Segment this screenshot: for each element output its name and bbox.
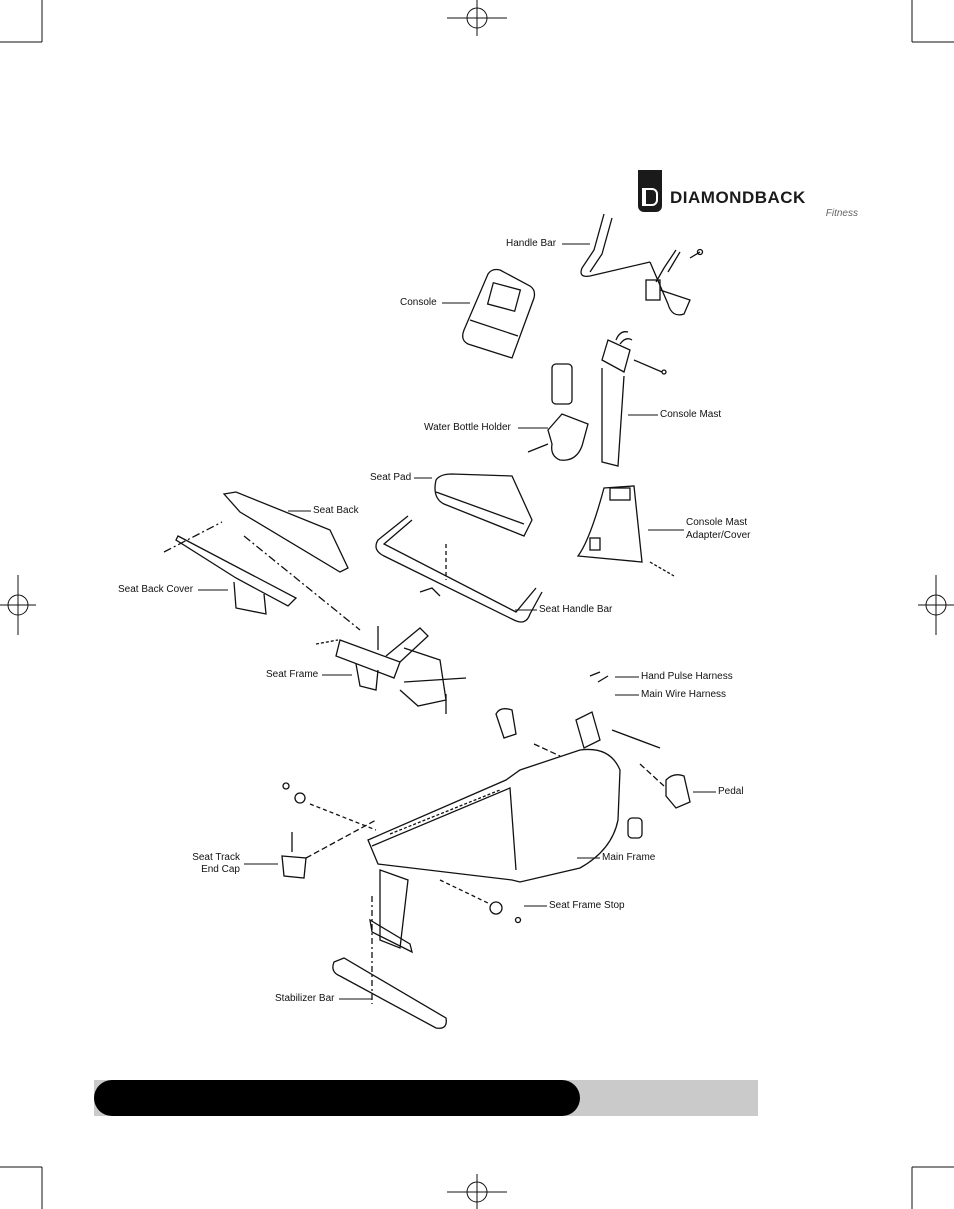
label-handle-bar: Handle Bar [506, 238, 557, 249]
label-pedal: Pedal [718, 786, 744, 797]
handle-bar-drawing [580, 213, 704, 316]
label-seat-back-cover: Seat Back Cover [118, 584, 194, 595]
console-mast-drawing [601, 331, 667, 467]
label-main-frame: Main Frame [602, 852, 656, 863]
diamondback-logo: DIAMONDBACK Fitness [638, 170, 860, 222]
console-mast-adapter-drawing [576, 485, 675, 577]
footer-pill [94, 1080, 580, 1116]
console-drawing [462, 268, 536, 359]
label-main-wire-harness: Main Wire Harness [641, 689, 727, 700]
label-seat-frame: Seat Frame [266, 669, 319, 680]
seat-frame-drawing [315, 626, 467, 714]
seat-pad-drawing [434, 473, 533, 537]
brand-name: DIAMONDBACK [670, 188, 806, 207]
water-bottle-holder-drawing [527, 363, 589, 461]
leader-lines [198, 243, 716, 1000]
label-seat-back: Seat Back [313, 505, 359, 516]
label-seat-pad: Seat Pad [370, 472, 412, 483]
label-console: Console [400, 297, 437, 308]
label-console-mast: Console Mast [660, 409, 722, 420]
label-seat-handle-bar: Seat Handle Bar [539, 604, 613, 615]
label-seat-track-end-cap-line2: End Cap [201, 864, 240, 875]
stabilizer-bar-drawing [332, 896, 447, 1029]
brand-mark-icon [638, 170, 662, 212]
seat-handle-bar-drawing [375, 515, 543, 623]
seat-back-drawing [163, 491, 361, 631]
label-stabilizer-bar: Stabilizer Bar [275, 993, 335, 1004]
label-console-mast-adapter-line1: Console Mast [686, 517, 748, 528]
label-console-mast-adapter-line2: Adapter/Cover [686, 530, 751, 541]
brand-tagline: Fitness [825, 208, 858, 219]
label-hand-pulse-harness: Hand Pulse Harness [641, 671, 733, 682]
label-seat-frame-stop: Seat Frame Stop [549, 900, 625, 911]
main-frame-drawing [281, 671, 691, 954]
label-water-bottle-holder: Water Bottle Holder [424, 422, 511, 433]
label-seat-track-end-cap-line1: Seat Track [192, 852, 240, 863]
